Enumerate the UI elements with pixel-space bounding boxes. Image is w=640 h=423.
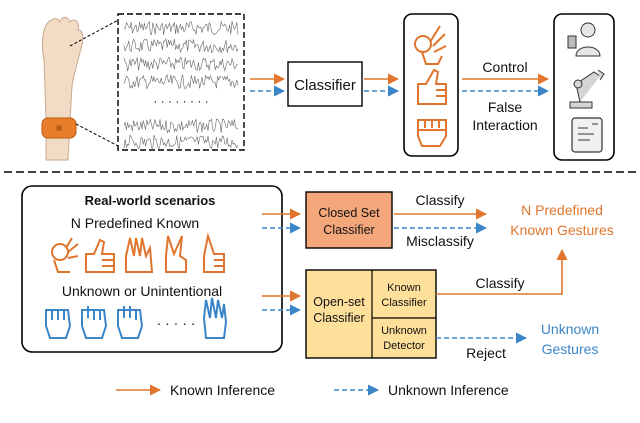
connector-lower (75, 123, 123, 149)
classify-label-top: Classify (415, 192, 464, 208)
emg-signals (123, 20, 239, 150)
unknown-output-line2: Gestures (542, 341, 599, 357)
emg-trace (123, 20, 239, 36)
known-output-line1: N Predefined (521, 202, 603, 218)
emg-trace (123, 134, 239, 150)
emg-trace (123, 38, 239, 54)
reject-label: Reject (466, 345, 506, 361)
unknown-detector-line1: Unknown (381, 325, 427, 337)
closed-set-classifier-box (305, 191, 393, 249)
fist-icon-2 (81, 306, 108, 339)
ok-gesture-icon (414, 25, 447, 65)
open-set-line2: Classifier (313, 311, 364, 325)
legend: Known Inference Unknown Inference (116, 382, 509, 398)
ok-gesture-icon (51, 237, 79, 273)
tablet-icon (571, 117, 603, 153)
classifier-box (287, 61, 363, 107)
known-classifier-line1: Known (387, 282, 421, 294)
classify-label-bottom: Classify (475, 275, 524, 291)
scenarios-title: Real-world scenarios (85, 193, 216, 208)
closed-set-line1: Closed Set (318, 206, 380, 220)
known-classifier-line2: Classifier (381, 297, 427, 309)
known-gesture-icons (51, 232, 225, 273)
open-hand-icon (202, 297, 228, 339)
classifier-label: Classifier (294, 77, 356, 94)
unknown-ellipsis: · · · · · (157, 315, 196, 331)
signal-ellipsis: · · · · · · · · (153, 94, 208, 108)
emg-trace (123, 73, 239, 90)
open-set-classifier-box (305, 269, 437, 359)
unknown-output-line1: Unknown (541, 321, 599, 337)
arm-illustration (41, 17, 84, 161)
peace-sign-icon (165, 235, 187, 273)
legend-known-label: Known Inference (170, 382, 275, 398)
emg-trace (123, 56, 238, 72)
point-icon (203, 232, 225, 273)
person-with-device-icon (567, 22, 601, 57)
classify-arrow-bottom (436, 248, 568, 295)
fist-icon-3 (117, 306, 144, 339)
unknown-gesture-icons (45, 297, 228, 339)
fist-icon (417, 119, 447, 147)
control-label: Control (482, 59, 527, 75)
closed-set-line2: Classifier (323, 223, 374, 237)
unknown-title: Unknown or Unintentional (62, 283, 222, 299)
misclassify-label: Misclassify (406, 233, 474, 249)
known-title: N Predefined Known (71, 215, 199, 231)
interaction-label: Interaction (472, 117, 537, 133)
gesture-output-box (403, 13, 459, 157)
legend-unknown-label: Unknown Inference (388, 382, 509, 398)
unknown-detector-line2: Detector (383, 340, 425, 352)
fist-icon (45, 309, 72, 339)
robot-arm-icon (569, 69, 605, 109)
known-output-line2: Known Gestures (510, 222, 614, 238)
top-panel: · · · · · · · · Classifier Contro (41, 13, 615, 161)
thumbs-up-icon (417, 68, 447, 105)
three-fingers-icon (125, 237, 154, 273)
open-set-line1: Open-set (313, 295, 365, 309)
thumbs-up-icon (85, 238, 115, 273)
emg-trace (123, 118, 239, 134)
bottom-panel: Real-world scenarios N Predefined Known (21, 185, 614, 398)
false-label: False (488, 99, 522, 115)
